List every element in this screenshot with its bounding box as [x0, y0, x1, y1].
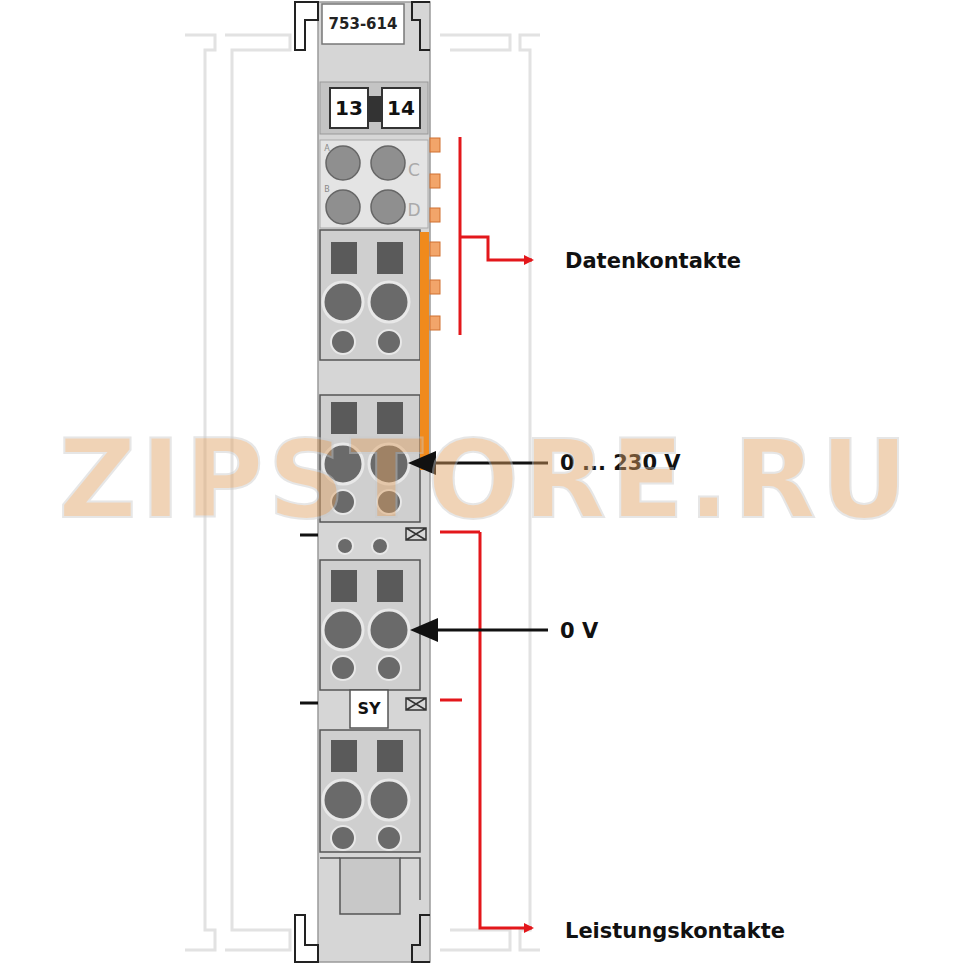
led-letter: D: [407, 202, 420, 219]
led-letter: A: [324, 145, 329, 153]
led-letter: C: [408, 162, 420, 179]
callout-label: Leistungskontakte: [565, 921, 785, 942]
callout-label: Datenkontakte: [565, 251, 741, 272]
led-letter: B: [324, 186, 330, 194]
sync-label: SY: [357, 701, 380, 717]
callout-label: 0 V: [560, 621, 598, 642]
channel-number: 13: [335, 98, 363, 118]
module-number: 753-614: [329, 17, 398, 32]
channel-number: 14: [387, 98, 415, 118]
watermark: ZIPSTORE.RU: [58, 426, 912, 534]
